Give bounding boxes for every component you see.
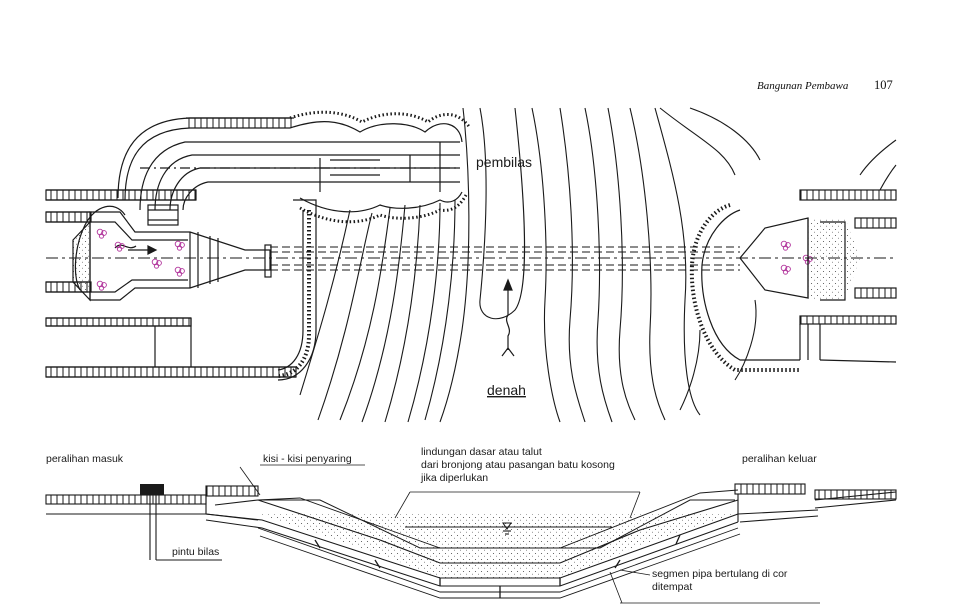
- rock-symbols: [96, 228, 813, 291]
- inlet-transition: [72, 211, 272, 302]
- flushing-channel: [117, 110, 472, 226]
- inlet-transition-label: peralihan masuk: [46, 453, 124, 465]
- plan-view-label: denah: [487, 382, 526, 398]
- header-title: Bangunan Pembawa: [757, 80, 849, 92]
- siphon-profile: [205, 489, 741, 599]
- river-flow-arrow: [501, 278, 515, 357]
- flush-gate-label: pintu bilas: [172, 546, 219, 558]
- left-levee-curve: [74, 199, 317, 381]
- page-number: 107: [874, 78, 893, 92]
- section-view: peralihan masuk kisi - kisi penyaring li…: [45, 446, 897, 604]
- page-header: Bangunan Pembawa 107: [757, 78, 893, 92]
- flush-channel-label: pembilas: [476, 154, 532, 170]
- protection-label-1: lindungan dasar atau talut: [421, 446, 542, 458]
- screen-label: kisi - kisi penyaring: [263, 453, 352, 465]
- protection-label-3: jika diperlukan: [420, 472, 488, 484]
- protection-label-2: dari bronjong atau pasangan batu kosong: [421, 459, 615, 471]
- siphon-pipe-lines: [46, 246, 896, 271]
- outlet-section: [734, 483, 897, 523]
- outlet-transition-label: peralihan keluar: [742, 453, 817, 465]
- plan-view: pembilas denah: [45, 107, 897, 423]
- leader-lines: [239, 464, 820, 604]
- outlet-transition: [689, 189, 897, 372]
- pipe-segment-label-1: segmen pipa bertulang di cor: [652, 568, 788, 580]
- inlet-section: [45, 484, 259, 561]
- pipe-segment-label-2: ditempat: [652, 581, 692, 593]
- contour-lines: [299, 107, 897, 423]
